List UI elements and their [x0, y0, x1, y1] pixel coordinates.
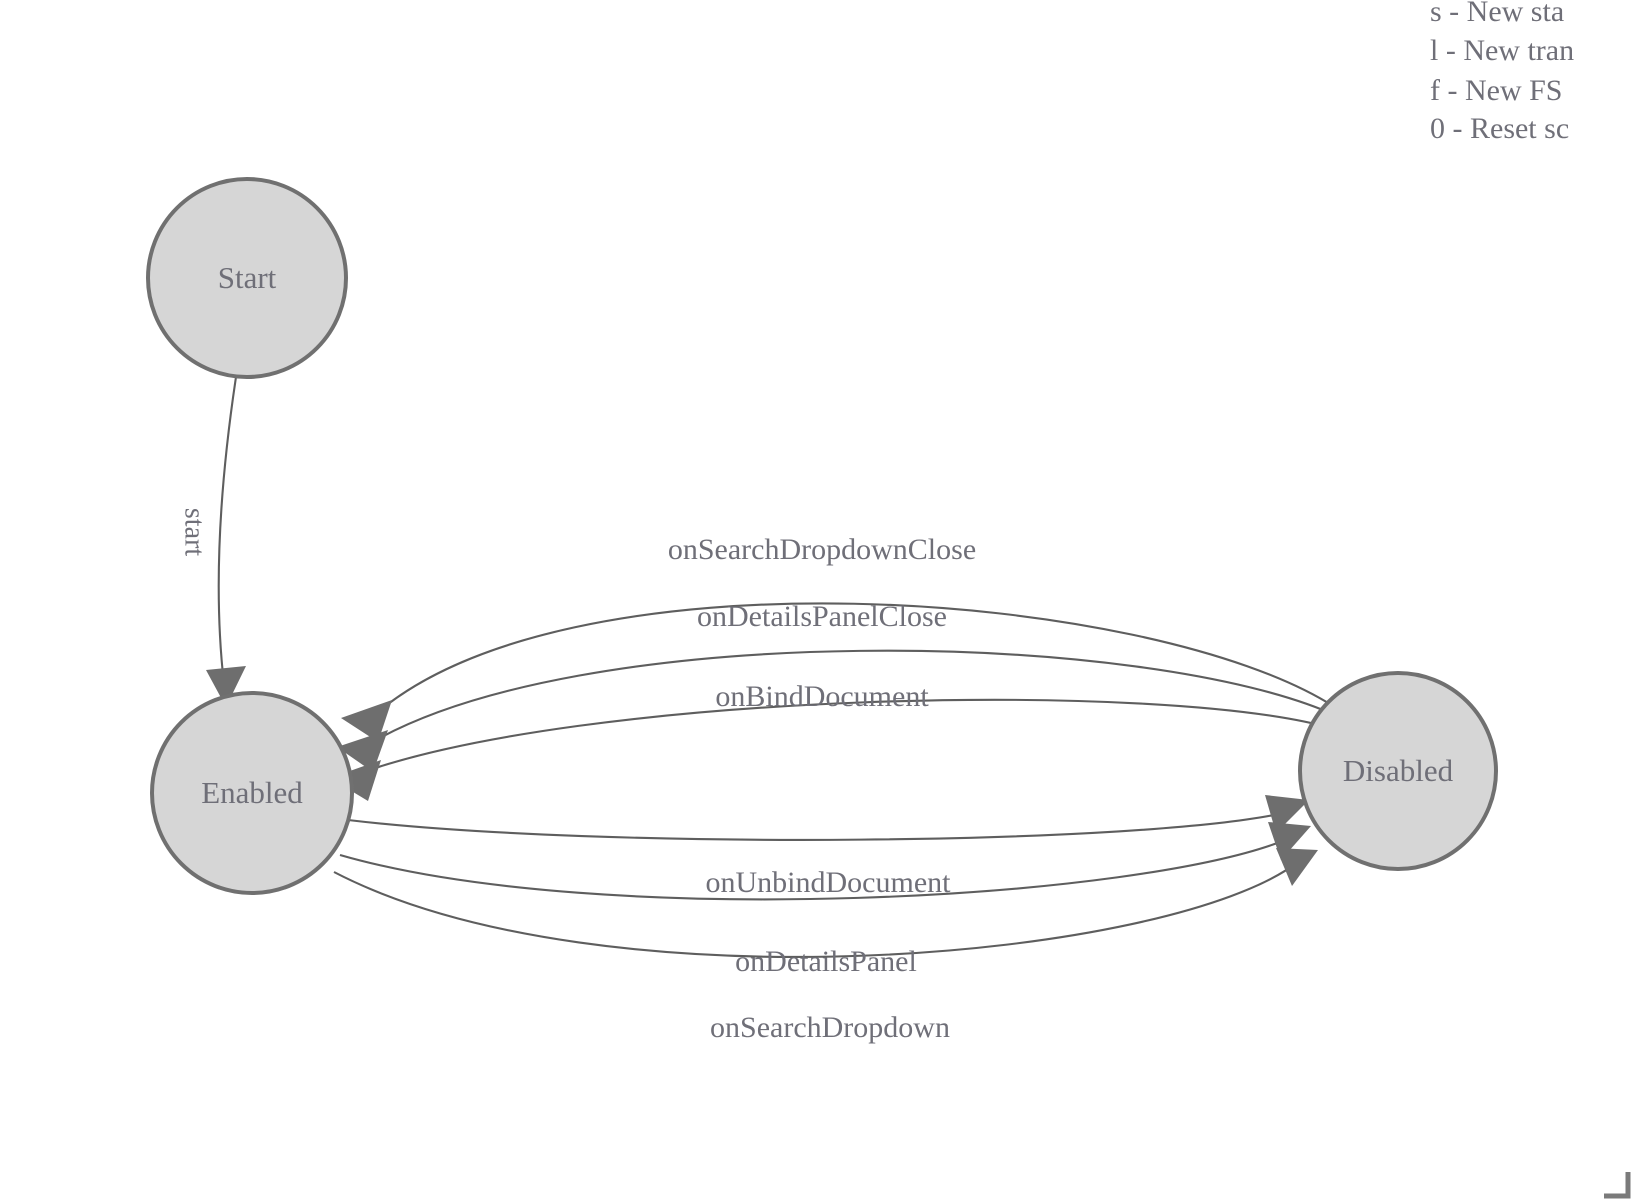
transition-label-start: start: [179, 508, 210, 556]
transition-onsearchdropdownclose-path: [369, 602, 1334, 720]
transition-onunbinddocument-path: [347, 810, 1289, 841]
transition-onbinddocument-path: [354, 698, 1332, 776]
help-line-new-fsm: f - New FS: [1430, 74, 1563, 107]
state-disabled-label: Disabled: [1343, 753, 1454, 788]
transition-label-onbinddocument: onBindDocument: [715, 680, 929, 713]
bottom-right-corner-handle[interactable]: [1604, 1172, 1631, 1199]
transition-onsearchdropdownclose[interactable]: [341, 602, 1334, 742]
transition-onbinddocument[interactable]: [330, 698, 1332, 801]
transition-ondetailspanelclose[interactable]: [337, 649, 1338, 772]
help-line-reset-scene: 0 - Reset sc: [1430, 112, 1569, 145]
transition-onsearchdropdown-arrowhead: [1276, 848, 1318, 886]
state-disabled-circle[interactable]: [1298, 671, 1498, 871]
transition-start-arrowhead: [206, 666, 246, 707]
transition-onbinddocument-arrowhead: [330, 760, 381, 801]
state-start-circle[interactable]: [146, 177, 348, 379]
state-node-start[interactable]: Start: [146, 177, 348, 379]
transition-label-ondetailspanelclose: onDetailsPanelClose: [697, 600, 947, 633]
transition-label-onunbinddocument: onUnbindDocument: [706, 866, 952, 899]
transition-ondetailspanel-path: [339, 837, 1291, 901]
transition-label-onsearchdropdownclose: onSearchDropdownClose: [668, 533, 976, 566]
transition-start-path: [217, 376, 238, 685]
transition-ondetailspanelclose-path: [363, 649, 1338, 748]
state-start-label: Start: [218, 260, 277, 295]
help-overlay: s - New sta l - New tran f - New FS 0 - …: [1430, 0, 1574, 145]
transition-onsearchdropdown-path: [333, 861, 1299, 958]
state-node-enabled[interactable]: Enabled: [150, 691, 354, 895]
state-node-disabled[interactable]: Disabled: [1298, 671, 1498, 871]
help-line-new-transition: l - New tran: [1430, 34, 1574, 67]
transition-onunbinddocument[interactable]: [347, 795, 1309, 841]
help-line-new-state: s - New sta: [1430, 0, 1564, 28]
state-enabled-circle[interactable]: [150, 691, 354, 895]
transition-start[interactable]: [206, 376, 246, 707]
transition-label-onsearchdropdown: onSearchDropdown: [710, 1011, 950, 1044]
transition-onsearchdropdownclose-arrowhead: [341, 700, 392, 742]
transition-label-ondetailspanel: onDetailsPanel: [735, 945, 917, 978]
transition-ondetailspanelclose-arrowhead: [337, 730, 388, 772]
transition-onsearchdropdown[interactable]: [333, 848, 1318, 958]
state-enabled-label: Enabled: [201, 775, 303, 810]
